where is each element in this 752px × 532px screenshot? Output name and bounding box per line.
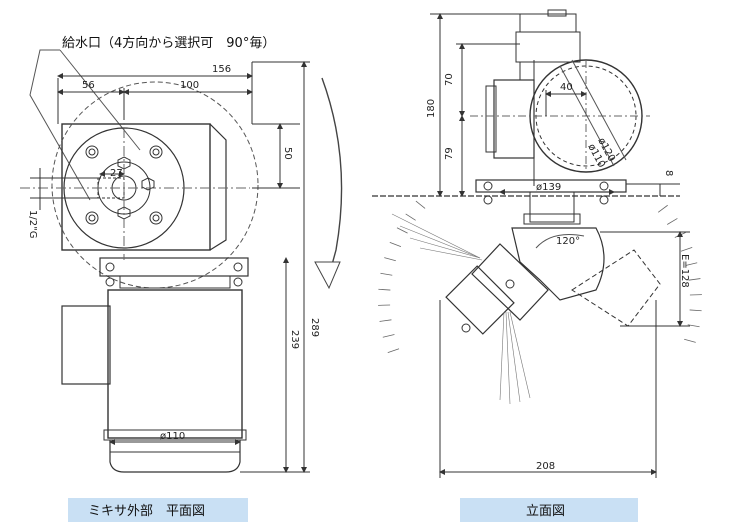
- dim-156: 156: [212, 64, 231, 75]
- swing-tick: [685, 262, 698, 266]
- swing-tick: [688, 278, 701, 281]
- motor-body: [107, 289, 243, 439]
- caption-plan: ミキサ外部 平面図: [88, 504, 205, 519]
- dim-phi110: ø110: [160, 431, 185, 442]
- dim-120-degree: 120°: [556, 236, 580, 247]
- dim-50: 50: [282, 147, 293, 160]
- callout-leader: [29, 49, 91, 201]
- dim-phi139: ø139: [536, 182, 561, 193]
- caption-plan-box: [68, 498, 248, 522]
- mixer-dashed-circle: [51, 81, 259, 289]
- swing-tick: [389, 241, 402, 247]
- caption-elevation: 立面図: [526, 504, 565, 519]
- plan-view: [20, 49, 343, 473]
- swing-tick: [378, 288, 391, 291]
- dim-27: 27: [110, 168, 123, 179]
- dim-239: 239: [289, 330, 300, 349]
- dim-8: 8: [663, 170, 674, 176]
- dim-pipe-thread: 1/2"G: [27, 210, 38, 238]
- rotation-arrow: [321, 77, 343, 273]
- dim-56: 56: [82, 80, 95, 91]
- swing-tick: [380, 272, 393, 276]
- swing-tick: [684, 338, 696, 343]
- caption-elevation-box: [460, 498, 638, 522]
- callout-note: 給水口（4方向から選択可 90°毎）: [62, 35, 275, 51]
- swing-tick: [687, 324, 700, 328]
- swing-tick: [387, 348, 400, 354]
- terminal-box: [61, 305, 111, 385]
- swing-tick: [657, 204, 668, 213]
- gearbox-housing: [61, 123, 211, 251]
- dim-70: 70: [444, 73, 455, 86]
- swing-tick: [384, 257, 396, 262]
- swing-tick: [405, 213, 416, 221]
- swing-tick: [689, 309, 702, 312]
- swing-tick: [396, 227, 408, 234]
- swing-tick: [382, 334, 395, 338]
- dim-79: 79: [444, 147, 455, 160]
- swing-tick: [680, 246, 693, 252]
- elevation-view: [372, 9, 702, 478]
- swing-range-ticks: [378, 200, 702, 354]
- dim-180: 180: [426, 99, 437, 118]
- dim-40: 40: [560, 82, 573, 93]
- swing-tick: [379, 319, 392, 322]
- dim-e128: E=128: [679, 254, 690, 288]
- dim-100: 100: [180, 80, 199, 91]
- swing-tick: [667, 218, 678, 225]
- dim-289: 289: [309, 318, 320, 337]
- swing-tick: [415, 200, 426, 209]
- base-plate: [99, 257, 249, 277]
- dim-208: 208: [536, 461, 555, 472]
- spray-lines: [391, 213, 531, 405]
